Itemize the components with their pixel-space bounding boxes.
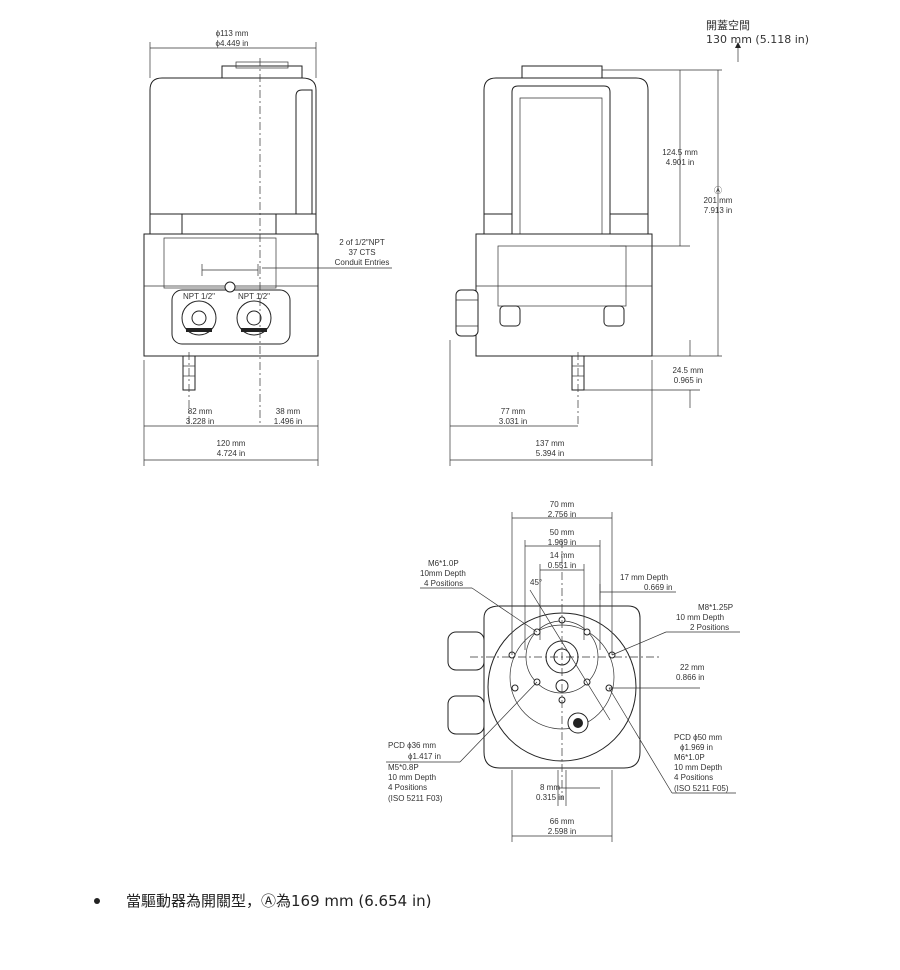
dim-82-mm: 82 mm <box>188 407 213 416</box>
dim-201-mm: 201 mm <box>704 196 733 205</box>
dim-137-in: 5.394 in <box>536 449 564 458</box>
footnote: 當驅動器為開關型，Ⓐ為169 mm (6.654 in) <box>94 890 431 911</box>
dim-8-mm: 8 mm <box>540 783 560 792</box>
m6-top-1: M6*1.0P <box>428 559 459 568</box>
side-boss-left <box>499 305 521 327</box>
ref-a: Ⓐ <box>714 186 722 195</box>
dim-38-in: 1.496 in <box>274 417 302 426</box>
dim-201-in: 7.913 in <box>704 206 732 215</box>
side-cap <box>521 65 603 79</box>
dim-77-mm: 77 mm <box>501 407 526 416</box>
bottom-view: 70 mm 2.756 in 50 mm 1.969 in 14 mm 0.55… <box>386 500 740 842</box>
dim-137-mm: 137 mm <box>536 439 565 448</box>
conduit-plug-right-inner <box>246 310 262 326</box>
pcd36-5: 4 Positions <box>388 783 427 792</box>
dim-82-in: 3.228 in <box>186 417 214 426</box>
pcd50-6: (ISO 5211 F05) <box>674 784 729 793</box>
dim-50-in: 1.969 in <box>548 538 576 547</box>
dim-top-dia-in: ϕ4.449 in <box>216 39 249 48</box>
side-window <box>511 85 611 246</box>
front-shoulder-right <box>275 213 317 235</box>
dim-120-mm: 120 mm <box>217 439 246 448</box>
dim-66-in: 2.598 in <box>548 827 576 836</box>
pcd36-1: PCD ϕ36 mm <box>388 741 436 750</box>
m8-3: 2 Positions <box>690 623 729 632</box>
dim-66-mm: 66 mm <box>550 817 575 826</box>
pcd50-2: ϕ1.969 in <box>680 743 713 752</box>
dim-22-in: 0.866 in <box>676 673 704 682</box>
conduit-note-1: 2 of 1/2″NPT <box>339 238 385 247</box>
technical-drawing: NPT 1/2" NPT 1/2" ϕ113 mm ϕ4.449 in 2 of… <box>143 18 809 842</box>
front-screw <box>224 281 236 293</box>
pcd36-6: (ISO 5211 F03) <box>388 794 443 803</box>
conduit-note-2: 37 CTS <box>348 248 375 257</box>
dim-24-in: 0.965 in <box>674 376 702 385</box>
side-shoulder-right <box>609 213 649 235</box>
pcd50-5: 4 Positions <box>674 773 713 782</box>
plug-marking-left <box>186 328 212 332</box>
dim-70-mm: 70 mm <box>550 500 575 509</box>
dim-77-in: 3.031 in <box>499 417 527 426</box>
pcd50-4: 10 mm Depth <box>674 763 722 772</box>
pcd36-2: ϕ1.417 in <box>408 752 441 761</box>
front-window <box>295 89 313 215</box>
dim-17-mm: 17 mm Depth <box>620 573 668 582</box>
dim-14-in: 0.551 in <box>548 561 576 570</box>
dim-14-mm: 14 mm <box>550 551 575 560</box>
clearance-value: 130 mm (5.118 in) <box>706 33 809 46</box>
plug-label-left: NPT 1/2" <box>183 292 215 301</box>
conduit-note-3: Conduit Entries <box>335 258 390 267</box>
dim-124-mm: 124.5 mm <box>662 148 698 157</box>
side-conduit-fitting <box>455 289 479 337</box>
side-view: 開蓋空間 130 mm (5.118 in) 124.5 mm 4.901 in… <box>449 18 809 466</box>
m8-1: M8*1.25P <box>698 603 733 612</box>
bottom-conduit-lower <box>447 695 485 735</box>
side-shoulder-left <box>483 213 513 235</box>
pcd50-3: M6*1.0P <box>674 753 705 762</box>
footnote-text: 當驅動器為開關型，Ⓐ為169 mm (6.654 in) <box>126 892 432 910</box>
dim-38-mm: 38 mm <box>276 407 301 416</box>
pcd36-4: 10 mm Depth <box>388 773 436 782</box>
dim-70-in: 2.756 in <box>548 510 576 519</box>
front-view: NPT 1/2" NPT 1/2" ϕ113 mm ϕ4.449 in 2 of… <box>143 29 392 466</box>
dim-120-in: 4.724 in <box>217 449 245 458</box>
dim-24-mm: 24.5 mm <box>672 366 703 375</box>
dim-50-mm: 50 mm <box>550 528 575 537</box>
front-shoulder-left <box>149 213 183 235</box>
bullet-icon <box>94 897 100 904</box>
conduit-plug-left-inner <box>191 310 207 326</box>
front-cap-top <box>235 61 289 69</box>
plug-marking-right <box>241 328 267 332</box>
dim-8-in: 0.315 in <box>536 793 564 802</box>
front-cover <box>149 77 317 215</box>
dim-top-dia-mm: ϕ113 mm <box>216 29 249 38</box>
side-base-inner <box>497 245 627 307</box>
m6-top-3: 4 Positions <box>424 579 463 588</box>
side-base <box>475 233 653 357</box>
pcd50-1: PCD ϕ50 mm <box>674 733 722 742</box>
side-boss-right <box>603 305 625 327</box>
m6-top-2: 10mm Depth <box>420 569 466 578</box>
clearance-title: 開蓋空間 <box>706 18 750 32</box>
plug-label-right: NPT 1/2" <box>238 292 270 301</box>
bottom-indicator <box>573 718 583 728</box>
pcd36-3: M5*0.8P <box>388 763 419 772</box>
dim-124-in: 4.901 in <box>666 158 694 167</box>
angle-label: 45° <box>530 578 542 587</box>
m8-2: 10 mm Depth <box>676 613 724 622</box>
dim-22-mm: 22 mm <box>680 663 705 672</box>
dim-17-in: 0.669 in <box>644 583 672 592</box>
bottom-conduit-upper <box>447 631 485 671</box>
front-base-inner <box>163 237 277 289</box>
